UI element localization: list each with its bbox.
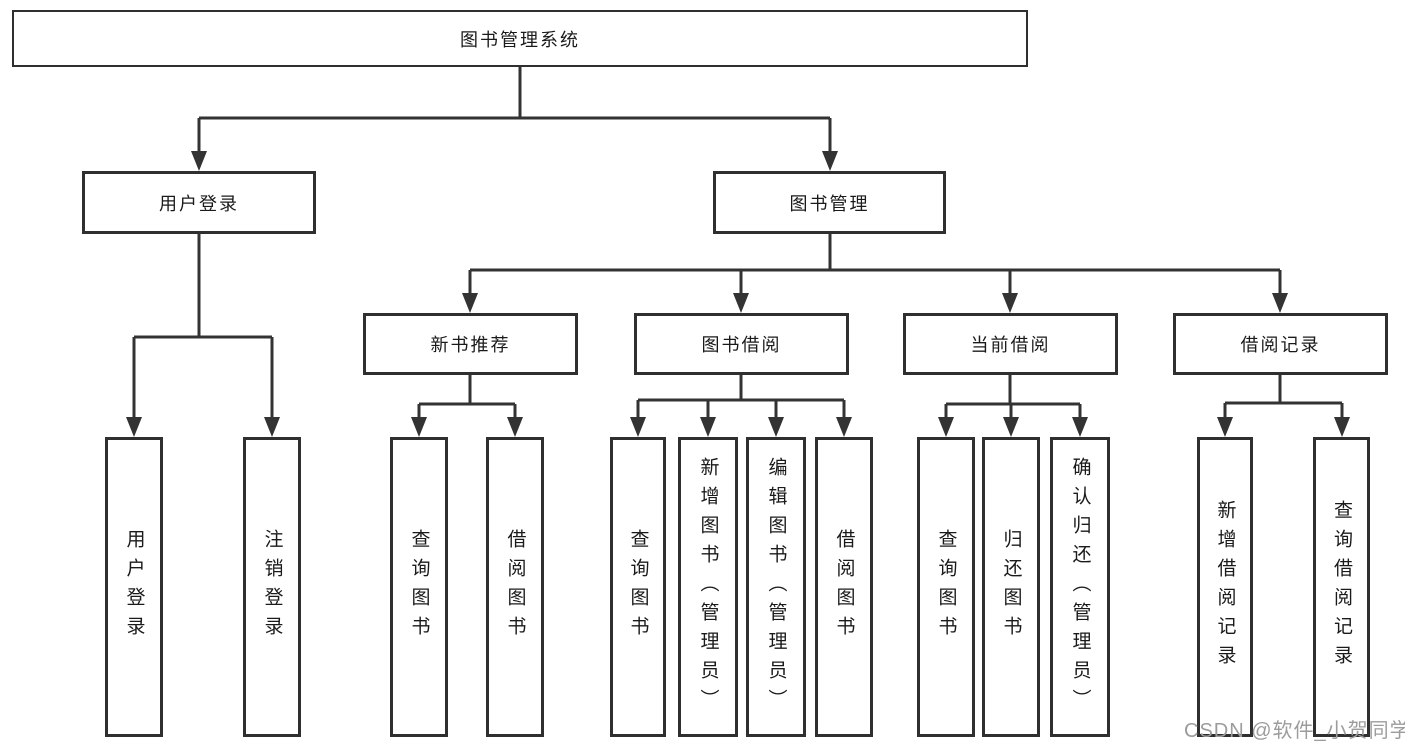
- connector-records-to-leaves: [1217, 375, 1350, 437]
- leaf-bb-borrow-books: 借阅图书: [815, 437, 873, 737]
- leaf-br-query-record: 查询借阅记录: [1313, 437, 1370, 737]
- leaf-bb-edit-books: 编辑图书（管理员）: [746, 437, 806, 737]
- node-label: 借阅图书: [833, 529, 855, 645]
- node-user-login: 用户登录: [82, 171, 316, 234]
- connector-management-to-level3: [462, 234, 1288, 313]
- node-label: 查询图书: [408, 529, 430, 645]
- leaf-bb-add-books: 新增图书（管理员）: [678, 437, 738, 737]
- node-label: 图书管理: [789, 193, 870, 214]
- leaf-nb-query-books: 查询图书: [390, 437, 448, 737]
- node-label: 用户登录: [159, 193, 239, 214]
- node-label: 新增图书（管理员）: [697, 456, 719, 718]
- node-new-book-recommend: 新书推荐: [363, 313, 578, 375]
- node-borrow-records: 借阅记录: [1173, 313, 1388, 375]
- node-label: 图书管理系统: [460, 29, 580, 50]
- connector-login-to-leaves: [126, 234, 280, 437]
- node-library-management-system: 图书管理系统: [12, 10, 1028, 67]
- connector-root-to-level2: [191, 67, 838, 171]
- node-label: 确认归还（管理员）: [1069, 456, 1091, 718]
- node-label: 注销登录: [261, 529, 283, 645]
- node-label: 用户登录: [123, 529, 145, 645]
- leaf-cb-query-books: 查询图书: [917, 437, 975, 737]
- connector-current-to-leaves: [938, 375, 1088, 437]
- leaf-user-login: 用户登录: [105, 437, 163, 737]
- node-label: 查询图书: [935, 529, 957, 645]
- csdn-watermark: CSDN @软件_小贺同学: [1184, 720, 1405, 742]
- leaf-br-add-record: 新增借阅记录: [1197, 437, 1253, 737]
- leaf-nb-borrow-books: 借阅图书: [486, 437, 544, 737]
- node-label: 查询图书: [627, 529, 649, 645]
- node-label: 借阅图书: [504, 529, 526, 645]
- node-label: 借阅记录: [1240, 335, 1321, 355]
- node-book-management: 图书管理: [713, 171, 946, 234]
- leaf-cb-confirm-return: 确认归还（管理员）: [1050, 437, 1110, 737]
- leaf-cb-return-books: 归还图书: [982, 437, 1040, 737]
- node-label: 新书推荐: [430, 335, 511, 355]
- node-book-borrow: 图书借阅: [634, 313, 849, 375]
- node-label: 图书借阅: [701, 335, 782, 355]
- leaf-bb-query-books: 查询图书: [610, 437, 666, 737]
- node-label: 归还图书: [1000, 529, 1022, 645]
- connector-newbook-to-leaves: [411, 375, 523, 437]
- node-label: 编辑图书（管理员）: [765, 456, 787, 718]
- leaf-logout: 注销登录: [243, 437, 301, 737]
- node-current-borrow: 当前借阅: [903, 313, 1118, 375]
- node-label: 新增借阅记录: [1214, 500, 1236, 674]
- node-label: 当前借阅: [970, 335, 1051, 355]
- connector-borrow-to-leaves: [630, 375, 852, 437]
- node-label: 查询借阅记录: [1331, 500, 1352, 674]
